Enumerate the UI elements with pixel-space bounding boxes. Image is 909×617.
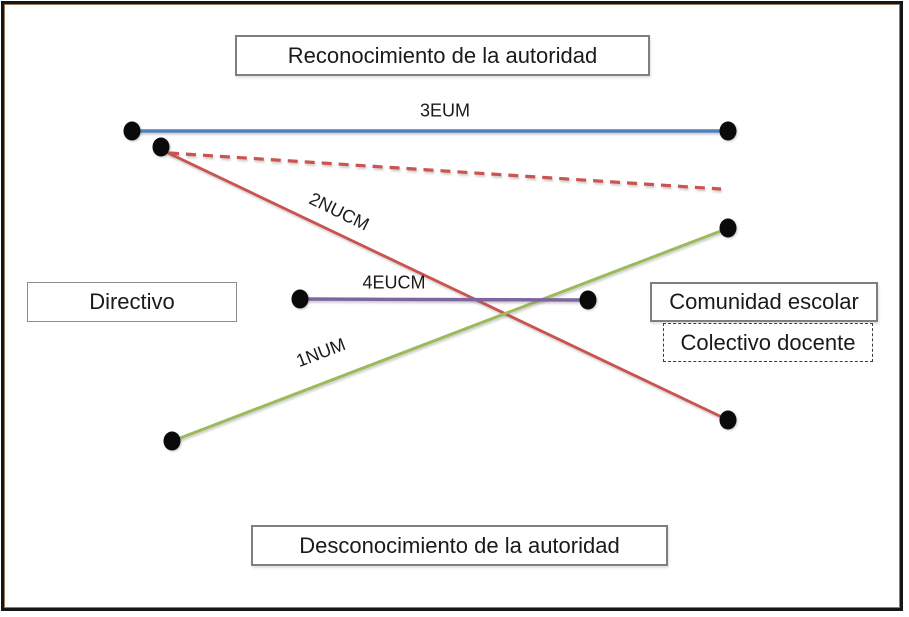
edge-2nucm-line [162, 149, 728, 421]
node-comunidad-escolar-box: Comunidad escolar [650, 282, 878, 322]
node-directivo-box: Directivo [27, 282, 237, 322]
endpoint-dot-purple-left [291, 289, 309, 309]
node-comunidad-escolar-label: Comunidad escolar [669, 289, 859, 314]
edge-4eucm-label: 4EUCM [362, 272, 426, 293]
edge-3eum-label: 3EUM [419, 100, 471, 121]
edge-4eucm-line [299, 297, 588, 302]
edge-1num-line [173, 227, 728, 442]
endpoint-dot-green-left [163, 431, 181, 451]
endpoint-dot-green-right [719, 218, 737, 238]
edge-dashed-line [168, 151, 722, 191]
axis-label-bottom-box: Desconocimiento de la autoridad [251, 525, 668, 566]
endpoint-dot-red-right [719, 410, 737, 430]
axis-label-top: Reconocimiento de la autoridad [287, 42, 598, 68]
node-colectivo-docente-box: Colectivo docente [663, 323, 873, 362]
axis-label-top-box: Reconocimiento de la autoridad [235, 35, 650, 76]
node-directivo-label: Directivo [89, 289, 175, 314]
endpoint-dot-red-left [152, 137, 170, 157]
node-colectivo-docente-label: Colectivo docente [680, 329, 856, 355]
endpoint-dot-purple-right [579, 290, 597, 310]
endpoint-dot-blue-left [123, 121, 141, 141]
endpoint-dot-blue-right [719, 121, 737, 141]
axis-label-bottom: Desconocimiento de la autoridad [299, 532, 620, 558]
